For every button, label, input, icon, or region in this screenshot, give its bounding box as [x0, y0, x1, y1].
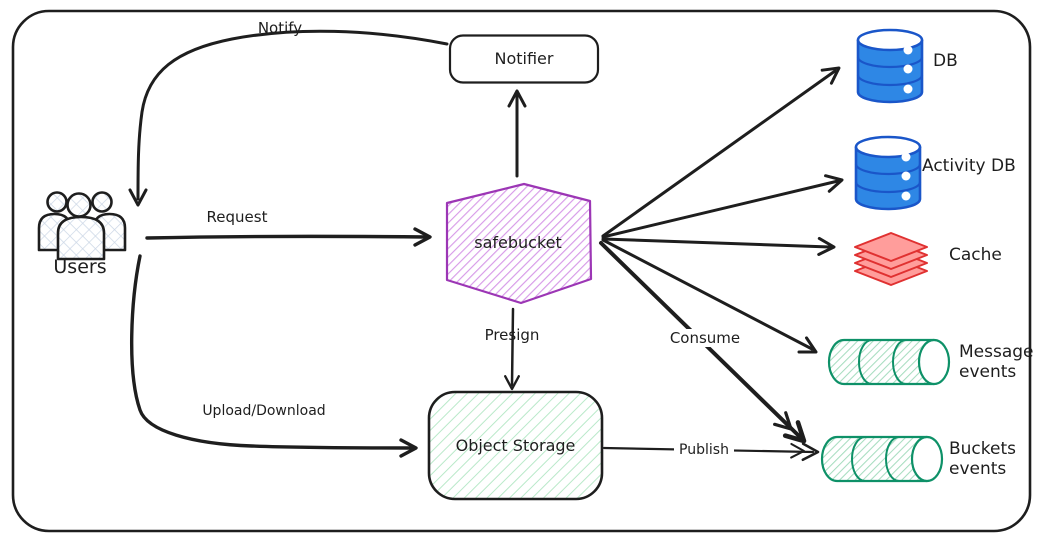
buckets-events-icon [820, 435, 944, 483]
edge-label-notify: Notify [257, 19, 303, 37]
node-label-db: DB [933, 51, 958, 71]
edge-label-request: Request [206, 208, 268, 226]
edge-to-notifier [507, 89, 527, 178]
node-label-notifier: Notifier [494, 49, 554, 68]
node-label-users: Users [53, 256, 107, 278]
edge-label-publish-text: Publish [674, 442, 734, 458]
object-storage-node [427, 390, 604, 501]
node-label-cache: Cache [949, 245, 1002, 265]
node-label-buckets-events: Buckets events [949, 439, 1017, 480]
edge-presign [504, 307, 520, 391]
safebucket-node [445, 182, 593, 305]
edge-notify [128, 29, 449, 207]
message-events-icon [827, 338, 951, 386]
edge-to-db [601, 59, 846, 238]
edge-label-publish: Publish [656, 442, 752, 458]
cache-icon [854, 232, 928, 286]
edge-label-consume: Consume [653, 329, 757, 347]
activity-db-icon [854, 135, 922, 211]
users-icon [37, 191, 127, 261]
edge-to-cache [601, 236, 836, 257]
edge-label-upload-download: Upload/Download [202, 403, 326, 419]
notifier-node [448, 34, 600, 84]
edge-to-activity-db [601, 170, 846, 239]
node-label-message-events: Message events [959, 342, 1034, 383]
diagram-frame [11, 9, 1032, 533]
node-label-activity-db: Activity DB [922, 156, 1016, 176]
edge-label-presign: Presign [484, 326, 540, 344]
edge-upload-download [129, 254, 418, 458]
edge-request [145, 227, 432, 247]
edge-label-consume-text: Consume [664, 329, 746, 347]
node-label-safebucket: safebucket [474, 233, 562, 252]
db-icon [856, 28, 924, 104]
node-label-object-storage: Object Storage [455, 436, 576, 455]
edge-to-message-events [601, 238, 822, 361]
